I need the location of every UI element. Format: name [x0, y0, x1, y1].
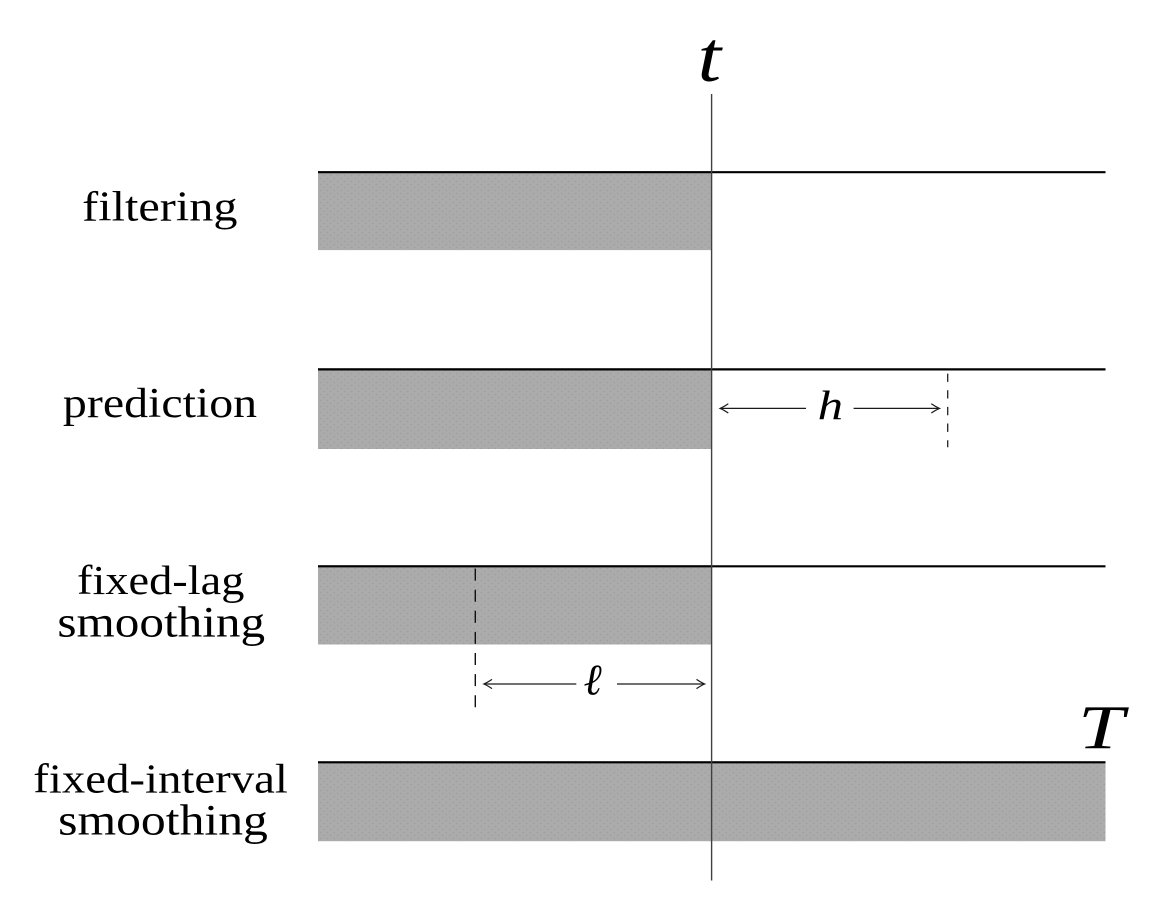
svg-text:T: T [1078, 694, 1130, 762]
svg-text:smoothing: smoothing [58, 796, 268, 845]
svg-text:fixed-interval: fixed-interval [33, 756, 288, 802]
svg-text:ℓ: ℓ [583, 656, 601, 704]
svg-text:h: h [818, 383, 844, 429]
svg-text:filtering: filtering [82, 183, 237, 230]
svg-text:smoothing: smoothing [57, 599, 265, 647]
svg-text:t: t [698, 17, 724, 97]
svg-text:prediction: prediction [63, 380, 257, 427]
svg-text:fixed-lag: fixed-lag [77, 558, 245, 603]
